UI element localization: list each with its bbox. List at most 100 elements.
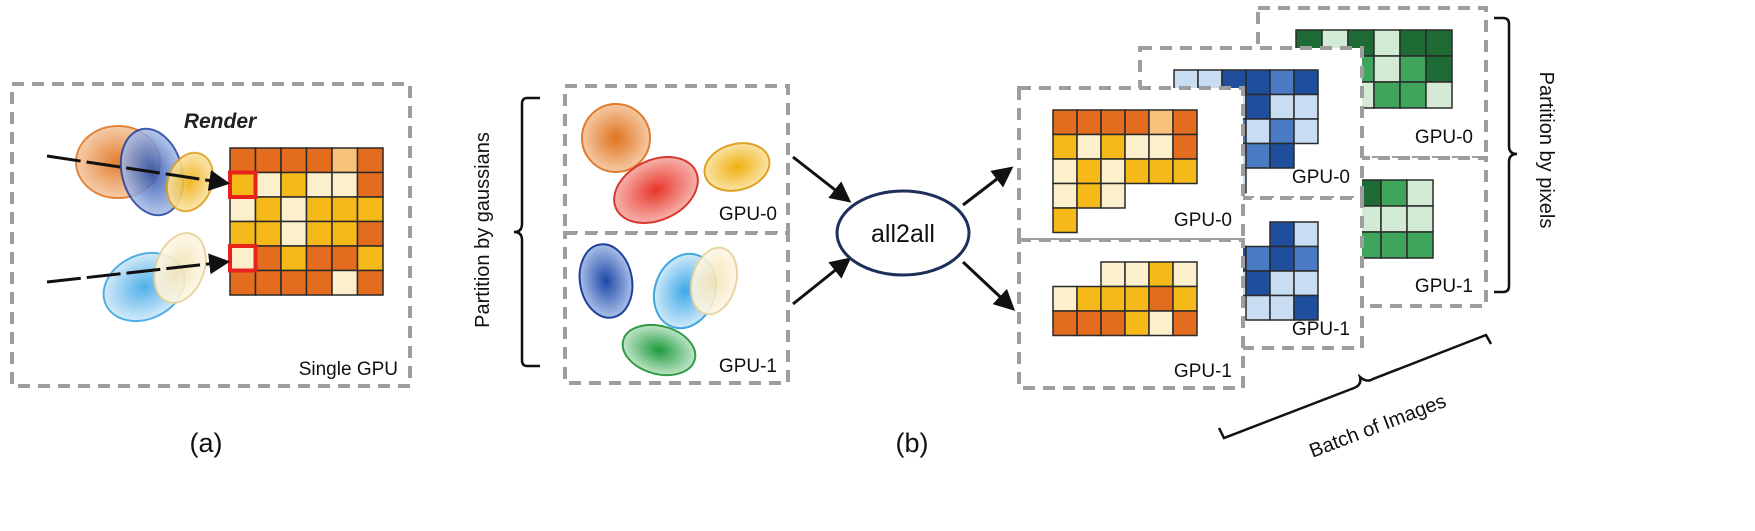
orange-gpu0-label: GPU-0: [1174, 210, 1232, 231]
pixel-cell: [254, 196, 282, 223]
blue-gaussian: [578, 243, 634, 319]
all2all-label: all2all: [871, 220, 935, 248]
panel-a: Render Single GPU (a): [10, 82, 412, 458]
pixel-cell: [1406, 179, 1434, 207]
pixel-cell: [1399, 55, 1427, 83]
pixel-cell: [229, 220, 257, 247]
pixel-cell: [1124, 158, 1150, 185]
gaussian-gpu0-label: GPU-0: [719, 204, 777, 225]
pixel-cell: [1052, 109, 1078, 136]
cream-gaussian: [689, 246, 739, 316]
pixel-cell: [305, 269, 333, 296]
pixel-cell: [1076, 182, 1102, 209]
pixel-cell: [1245, 245, 1271, 272]
pixel-cell: [1100, 133, 1126, 160]
pixel-cell: [1380, 231, 1408, 259]
pixel-cell: [1425, 81, 1453, 109]
pixel-cell: [1148, 310, 1174, 337]
pixel-cell: [1399, 29, 1427, 57]
pixel-cell: [305, 196, 333, 223]
orange-gpu1-grid: [1052, 261, 1198, 337]
pixel-cell: [1269, 118, 1295, 145]
pixel-cell: [1172, 261, 1198, 288]
pixel-cell: [331, 147, 359, 174]
pixel-cell: [1076, 158, 1102, 185]
blue-gpu1-label: GPU-1: [1292, 319, 1350, 340]
pixel-cell: [331, 245, 359, 272]
pixel-cell: [1406, 205, 1434, 233]
pixel-cell: [356, 245, 384, 272]
pixel-cell: [1076, 133, 1102, 160]
pixel-cell: [1076, 285, 1102, 312]
pixel-cell: [1245, 69, 1271, 96]
red-gaussian: [613, 156, 699, 224]
pixel-cell: [1052, 158, 1078, 185]
pixel-cell: [1269, 270, 1295, 297]
pixel-cell: [356, 269, 384, 296]
pixel-cell: [1148, 133, 1174, 160]
pixel-cell: [305, 220, 333, 247]
ray-lower: [46, 253, 231, 284]
caption-b: (b): [896, 428, 929, 458]
pixel-cell: [1148, 285, 1174, 312]
pixel-cell: [356, 220, 384, 247]
pixel-cell: [1124, 109, 1150, 136]
pixel-cell: [1293, 69, 1319, 96]
pixel-cell: [305, 147, 333, 174]
green-gpu0-label: GPU-0: [1415, 127, 1473, 148]
pixel-cell: [1100, 285, 1126, 312]
pixel-cell: [1373, 55, 1401, 83]
pixel-grid: [228, 147, 384, 296]
pixel-cell: [254, 245, 282, 272]
green-gaussian: [621, 323, 697, 377]
pixel-cell: [1100, 182, 1126, 209]
pixel-cell: [1172, 133, 1198, 160]
pixel-cell: [356, 171, 384, 198]
pixel-cell: [229, 147, 257, 174]
batch-label: Batch of Images: [1306, 390, 1449, 462]
pixel-cell: [305, 245, 333, 272]
ray-upper: [46, 154, 231, 191]
partition-gaussians-label: Partition by gaussians: [472, 132, 494, 328]
pixel-cell: [1052, 207, 1078, 234]
pixel-cell: [331, 220, 359, 247]
pixel-cell: [229, 269, 257, 296]
pixel-cell: [1124, 133, 1150, 160]
arrow-in-gpu0: [792, 155, 852, 203]
pixel-cell: [1172, 285, 1198, 312]
pixel-cell: [1269, 221, 1295, 248]
orange-gaussian: [581, 103, 651, 173]
pixel-cell: [254, 171, 282, 198]
pixel-cell: [1100, 158, 1126, 185]
pixel-cell: [1293, 221, 1319, 248]
pixel-cell: [1052, 310, 1078, 337]
pixel-cell: [254, 147, 282, 174]
pixel-cell: [1245, 142, 1271, 169]
pixel-cell: [1293, 294, 1319, 321]
pixel-cell: [280, 196, 308, 223]
arrow-out-gpu1: [961, 260, 1016, 311]
green-gpu1-grid: [1354, 179, 1434, 259]
batch-brace: [1217, 333, 1493, 440]
pixel-cell: [305, 171, 333, 198]
pixel-cell: [356, 196, 384, 223]
pixel-cell: [1293, 118, 1319, 145]
pixel-cell: [1380, 205, 1408, 233]
pixel-cell: [254, 220, 282, 247]
pixel-cell: [280, 220, 308, 247]
pixel-cell: [254, 269, 282, 296]
pixel-cell: [1100, 109, 1126, 136]
pixel-cell: [229, 245, 257, 272]
pixel-cell: [1148, 261, 1174, 288]
all2all-node: [835, 189, 971, 277]
pixel-cell: [1245, 93, 1271, 120]
pixel-cell: [1425, 29, 1453, 57]
pixel-cell: [1124, 285, 1150, 312]
pixel-cell: [1052, 285, 1078, 312]
pixel-cell: [1380, 179, 1408, 207]
pixel-cell: [1245, 294, 1271, 321]
pixel-cell: [229, 171, 257, 198]
pixel-cell: [1124, 261, 1150, 288]
pixel-cell: [331, 269, 359, 296]
